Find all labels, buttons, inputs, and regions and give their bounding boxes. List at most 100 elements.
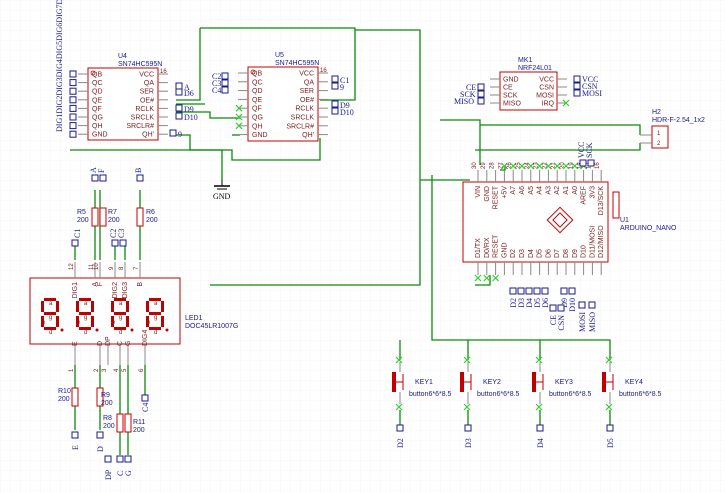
segment-label: d <box>49 330 52 336</box>
u5-pin-vcc: VCC <box>299 71 314 78</box>
segment-g <box>79 312 91 315</box>
led-net-dp: DP <box>104 469 113 480</box>
segment-e <box>76 316 79 327</box>
u1-pin-num: 16 <box>595 162 601 169</box>
u5-pin-qa: QA <box>304 79 314 86</box>
u5-pin-num: 16 <box>320 68 327 74</box>
u5-net-9: 9 <box>340 83 344 92</box>
led1-pin-dig1: DIG1 <box>72 282 79 298</box>
u4-pin-oe: OE# <box>140 97 154 104</box>
decimal-point <box>165 328 169 332</box>
u4-pin-vcc: VCC <box>139 72 154 79</box>
r7-ref: R7 <box>108 209 117 216</box>
r6-ref: R6 <box>146 209 155 216</box>
resistor-r10 <box>71 387 79 407</box>
u1-ref: U1 <box>620 217 629 224</box>
mk1-pin-gnd: GND <box>503 77 519 84</box>
u1-pin-reset: RESET <box>493 234 500 258</box>
u5-noconnect-mark <box>235 113 243 121</box>
u1-pin-d5: D5 <box>537 249 544 258</box>
wires <box>70 27 641 455</box>
u4-pin-num: 16 <box>160 69 167 75</box>
u4-pin-rclk: RCLK <box>135 106 154 113</box>
u1-net-ce: CE <box>549 315 558 325</box>
segment-g <box>44 312 56 315</box>
u1-pin-d7: D7 <box>554 249 561 258</box>
u1-noconnect-mark <box>536 162 544 170</box>
u1-pin-num: 29 <box>481 162 487 169</box>
u5-pin-srclk: SRCLK <box>291 115 315 122</box>
u1-pin-d11mosi: D11/MOSI <box>589 226 596 258</box>
segment-e <box>41 316 44 327</box>
segment-label: d <box>154 330 157 336</box>
u1-bottom-flag <box>509 287 517 295</box>
u1-pin-d13sck: D13/SCK <box>598 186 605 216</box>
u1-noconnect-mark <box>483 274 491 282</box>
resistor-r7 <box>99 207 107 227</box>
led1-pin-num: 12 <box>69 263 75 270</box>
led-net-c: C <box>116 471 125 476</box>
resistor-r11 <box>124 413 132 433</box>
key-net-label: D3 <box>464 438 473 448</box>
led1-pin-c: C <box>117 341 124 346</box>
key-part: button6*6*8.5 <box>549 391 592 398</box>
key-net-flag <box>396 424 404 432</box>
led1-pin-num: 5 <box>122 368 128 372</box>
key-ref: KEY2 <box>483 379 501 386</box>
led1-pin-num: 6 <box>139 368 145 372</box>
key-net-label: D2 <box>396 438 405 448</box>
u1-pin-d12miso: D12/MISO <box>598 225 605 258</box>
segment-label: g <box>119 315 122 321</box>
u1-noconnect-mark <box>509 162 517 170</box>
u5-pin-qf: QF <box>252 106 262 113</box>
u1-bottom-flag <box>588 301 596 309</box>
led1-pin-num: 8 <box>119 266 125 270</box>
u1-pin-num: 20 <box>560 162 566 169</box>
u4-left-flag <box>69 104 77 112</box>
resistor-r6 <box>136 207 144 227</box>
u1-pin-num: 21 <box>551 162 557 169</box>
led1-ref: LED1 <box>185 315 203 322</box>
button-actuator <box>602 372 606 392</box>
u1-noconnect-mark <box>562 162 570 170</box>
segment-c <box>126 316 129 327</box>
u1-pin-a6: A6 <box>519 186 526 195</box>
u1-noconnect-mark <box>527 162 535 170</box>
segment-label: e <box>147 320 151 326</box>
mk1-net-mosi: MOSI <box>582 89 602 98</box>
led1-pin-a: A <box>92 282 99 287</box>
u1-noconnect-mark <box>544 162 552 170</box>
segment-c <box>56 316 59 327</box>
mk1-net-csn: CSN <box>582 82 598 91</box>
decimal-point <box>95 328 99 332</box>
u5-pin-qg: QG <box>252 115 263 122</box>
u5-pin-qd: QD <box>252 88 263 95</box>
u5-right-net-flags: C1 9 D9 D10 <box>331 75 354 117</box>
segment-label: f <box>77 305 79 311</box>
segment-label: c <box>91 320 94 326</box>
mk1-pin-mosi: MOSI <box>536 93 554 100</box>
u1-pin-num: 26 <box>507 162 513 169</box>
display-led1: LED1 DOC45LR1007G abcdefgabcdefgabcdefga… <box>29 262 238 372</box>
u1-noconnect-mark <box>553 162 561 170</box>
u5-net-d9: D9 <box>340 101 350 110</box>
u1-pin-d4: D4 <box>528 249 535 258</box>
segment-e <box>111 316 114 327</box>
led1-pin-g: G <box>125 341 132 346</box>
segment-f <box>76 301 79 312</box>
segment-label: e <box>42 320 46 326</box>
u1-pin-a3: A3 <box>545 186 552 195</box>
segment-b <box>161 301 164 312</box>
r5-ref: R5 <box>77 209 86 216</box>
key-ref: KEY4 <box>625 379 643 386</box>
u1-pin-aref: AREF <box>581 186 588 205</box>
u4-right-net-flags: A D6 D9 D10 9 <box>169 82 198 139</box>
mk1-net-ce: CE <box>466 83 476 92</box>
u1-part: ARDUINO_NANO <box>620 225 677 232</box>
segment-d <box>44 327 56 330</box>
key-net-label: D4 <box>536 438 545 448</box>
u5-ref: U5 <box>275 52 284 59</box>
